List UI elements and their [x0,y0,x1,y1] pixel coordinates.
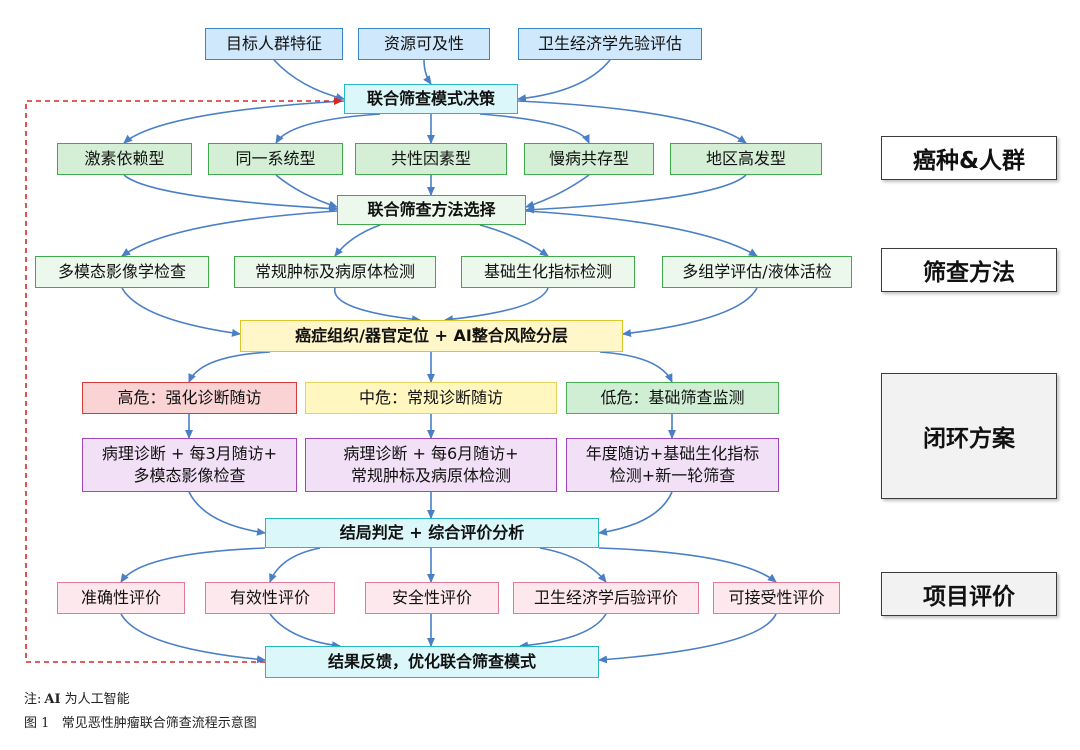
side-label-project-evaluation: 项目评价 [881,572,1057,616]
flow-arrow-38 [519,613,607,650]
input-target-population: 目标人群特征 [205,28,343,60]
method-selection: 联合筛查方法选择 [337,195,526,225]
plan-high-risk: 病理诊断 + 每3月随访+ 多模态影像检查 [82,438,297,492]
note-text: 为人工智能 [64,692,130,707]
note-prefix: 注: [24,692,42,707]
flow-arrow-3 [123,100,345,144]
method-tumor-marker-pathogen: 常规肿标及病原体检测 [234,256,436,288]
flow-arrow-1 [423,59,432,85]
eval-effectiveness: 有效性评价 [205,582,335,614]
outcome-evaluation: 结局判定 + 综合评价分析 [265,518,599,548]
side-label-screening-methods: 筛查方法 [881,248,1057,292]
flow-arrow-20 [622,287,758,338]
risk-high: 高危：强化诊断随访 [82,382,297,414]
type-hormone-dependent: 激素依赖型 [57,143,192,175]
flow-arrow-6 [479,113,590,144]
flow-arrow-23 [599,351,673,383]
note-abbr: AI [44,692,61,707]
flow-arrow-17 [121,287,241,337]
localization-ai-risk-stratification: 癌症组织/器官定位 + AI整合风险分层 [240,320,623,352]
flow-arrow-31 [269,547,321,583]
plan-medium-risk: 病理诊断 + 每6月随访+ 常规肿标及病原体检测 [305,438,557,492]
flow-arrow-7 [517,100,747,144]
flow-arrows [120,59,777,664]
method-multimodal-imaging: 多模态影像学检查 [35,256,209,288]
flow-arrow-15 [479,224,549,257]
flow-arrow-8 [123,174,338,213]
method-basic-biochemical: 基础生化指标检测 [461,256,635,288]
type-common-factor: 共性因素型 [355,143,507,175]
joint-screening-decision: 联合筛查模式决策 [344,84,518,114]
flow-arrow-13 [121,210,338,257]
flow-arrow-12 [525,174,747,214]
flow-arrow-2 [517,59,611,103]
type-chronic-comorbidity: 慢病共存型 [524,143,654,175]
flow-arrow-19 [444,287,549,324]
flow-arrow-33 [539,547,607,583]
flow-arrow-30 [120,547,266,583]
flow-arrow-18 [334,287,421,324]
side-label-closed-loop-plan: 闭环方案 [881,373,1057,499]
flow-arrow-36 [269,613,341,650]
flow-arrow-4 [275,113,381,144]
feedback-optimize: 结果反馈，优化联合筛查模式 [265,646,599,678]
side-label-cancer-population: 癌种&人群 [881,136,1057,180]
flow-arrow-16 [525,210,758,257]
flow-arrow-11 [525,174,590,209]
type-same-system: 同一系统型 [208,143,343,175]
flow-arrow-21 [188,351,271,383]
eval-acceptability: 可接受性评价 [713,582,840,614]
flow-arrow-39 [598,613,777,664]
eval-health-economics-posterior: 卫生经济学后验评价 [513,582,699,614]
figure-caption: 图 1 常见恶性肿瘤联合筛查流程示意图 [24,716,257,731]
flow-arrow-34 [598,547,777,583]
flow-arrow-9 [275,174,338,209]
flow-arrow-27 [188,491,266,536]
risk-low: 低危：基础筛查监测 [566,382,779,414]
input-health-economics-prior: 卫生经济学先验评估 [518,28,702,60]
risk-medium: 中危：常规诊断随访 [305,382,557,414]
flow-arrow-14 [334,224,381,257]
feedback-loop-arrow [25,97,343,663]
flow-arrow-29 [598,491,673,536]
flow-arrow-35 [120,613,266,664]
eval-safety: 安全性评价 [365,582,499,614]
method-multiomics-liquid-biopsy: 多组学评估/液体活检 [662,256,852,288]
input-resource-accessibility: 资源可及性 [358,28,490,60]
type-regional-high-incidence: 地区高发型 [670,143,822,175]
flow-arrow-0 [273,59,345,101]
plan-low-risk: 年度随访+基础生化指标 检测+新一轮筛查 [566,438,779,492]
eval-accuracy: 准确性评价 [57,582,185,614]
